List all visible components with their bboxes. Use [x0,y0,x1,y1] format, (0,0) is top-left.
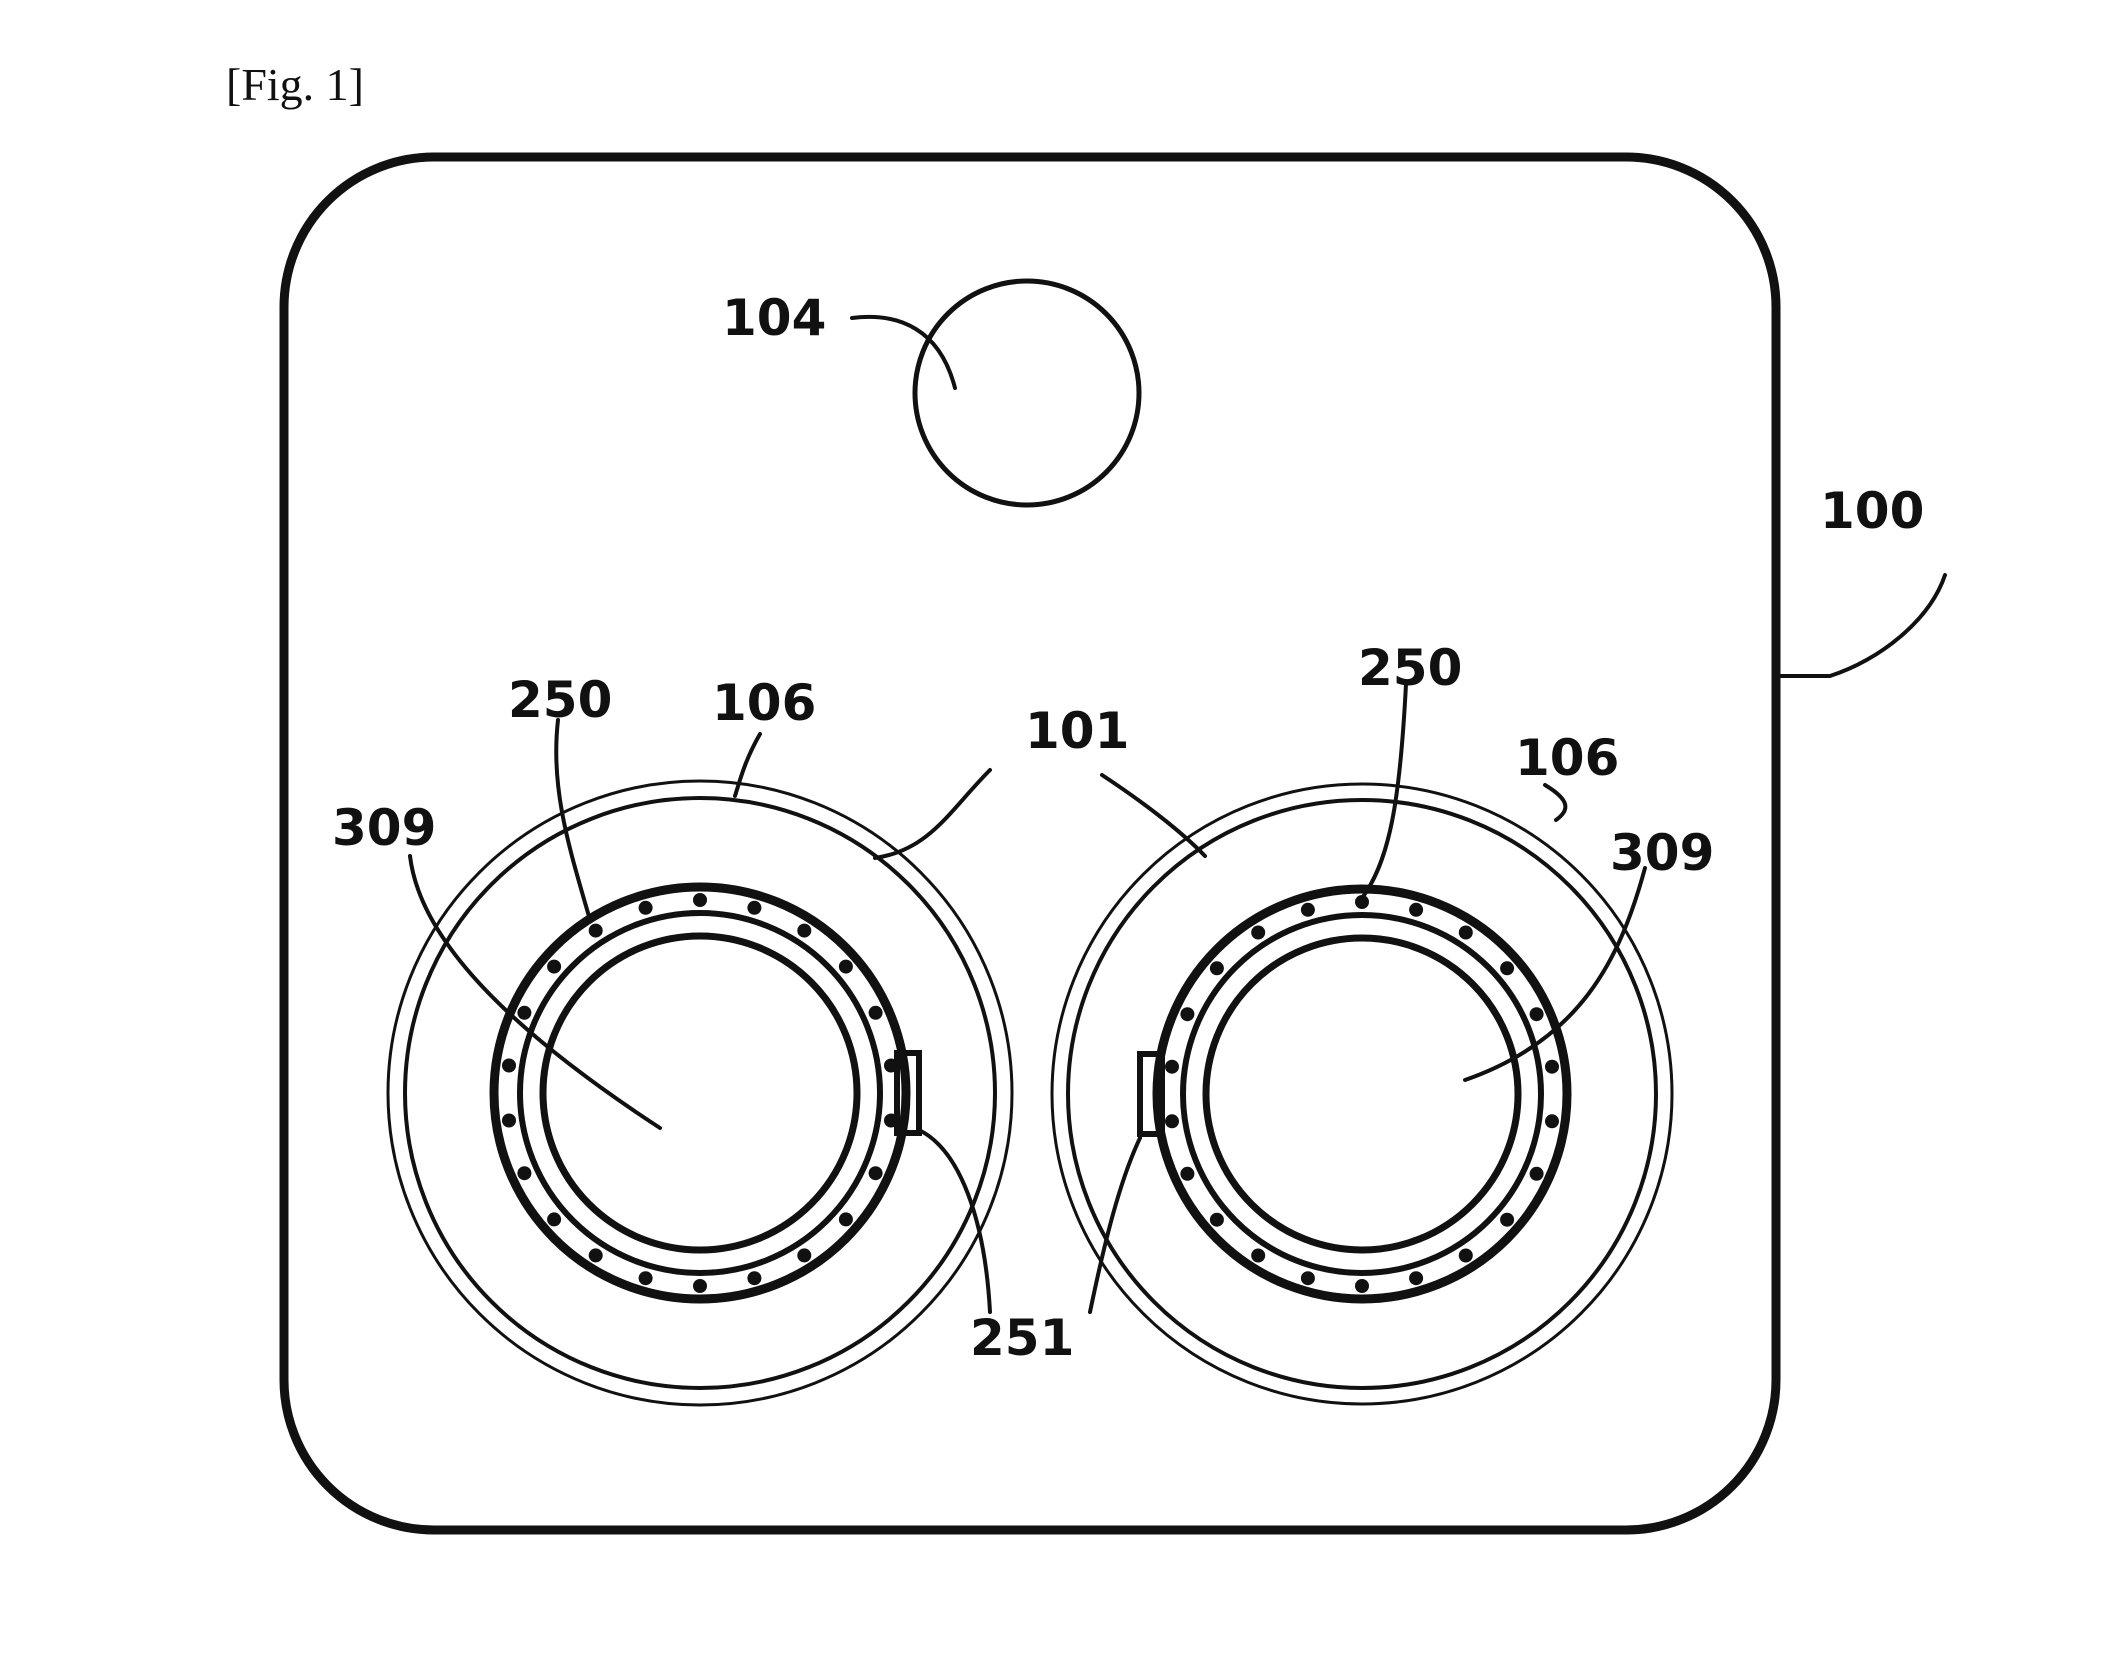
right-bearing-ball [1529,1166,1544,1181]
device-body-outline [279,152,1781,1535]
left-bearing-ball [588,1248,603,1263]
left-latch-tab-251 [894,1050,922,1136]
left-lens-assembly [386,779,1014,1407]
left-bearing-ball [638,900,653,915]
leader-right-250 [1360,682,1408,900]
leader-right-251 [1088,1136,1142,1314]
right-bearing-ball [1458,925,1473,940]
label-251: 251 [970,1309,1074,1367]
right-bearing-ball [1251,925,1266,940]
right-bearing-ball [1545,1114,1559,1129]
right-bearing-ball [1500,1212,1515,1227]
label-right-106: 106 [1515,729,1619,787]
right-lens-assembly [1050,782,1674,1406]
right-bearing-ball [1355,1279,1369,1293]
left-outer-ring-106 [386,779,1014,1407]
right-bearing-ball [1180,1166,1195,1181]
left-bearing-ball [693,1279,707,1293]
right-bearing-ball [1180,1007,1195,1022]
left-bearing-ball [638,1271,653,1286]
left-housing-ring-101 [403,796,997,1390]
leader-left-106 [733,732,762,798]
right-latch-tab-251 [1137,1051,1165,1137]
right-bearing-balls [1165,895,1559,1293]
left-bearing-ball [868,1166,883,1181]
label-100: 100 [1820,482,1924,540]
right-lens-inner [1202,934,1522,1254]
right-bearing-ball [1529,1007,1544,1022]
left-bearing-ball [868,1005,883,1020]
left-bearing-balls [502,893,898,1293]
right-bearing-ball [1165,1059,1179,1074]
right-bearing-ball [1300,902,1315,917]
leader-left-101 [873,768,992,860]
left-bearing-ball [588,923,603,938]
right-bearing-ball [1545,1059,1559,1074]
leader-right-309 [1463,866,1647,1082]
left-bearing-ball [693,893,707,907]
left-bearing-ball [747,1271,762,1286]
label-right-250: 250 [1358,639,1462,697]
left-bearing-ball [517,1005,532,1020]
right-bearing-ball [1165,1114,1179,1129]
top-port-circle [912,278,1142,508]
right-bearing-ball [1300,1271,1315,1286]
right-bearing-ball [1409,902,1424,917]
leader-right-101 [1100,773,1207,858]
label-left-106: 106 [712,674,816,732]
right-bearing-ball [1251,1248,1266,1263]
label-104: 104 [722,289,826,347]
right-bearing-ball [1209,1212,1224,1227]
label-right-309: 309 [1610,824,1714,882]
label-left-309: 309 [332,799,436,857]
left-bearing-inner [517,910,883,1276]
leader-100 [1772,573,1947,678]
left-bearing-ball [547,959,562,974]
right-bearing-ball [1355,895,1369,909]
right-bearing-ball [1409,1271,1424,1286]
left-bearing-ball [838,959,853,974]
left-bearing-ball [838,1212,853,1227]
left-bearing-ball [517,1166,532,1181]
left-bearing-ball [797,923,812,938]
left-bearing-ball [547,1212,562,1227]
right-bearing-inner [1180,912,1544,1276]
left-bearing-outer [489,882,911,1304]
right-housing-ring-101 [1066,798,1658,1390]
leader-left-250 [554,718,592,922]
leader-left-251 [917,1128,992,1314]
figure-caption: [Fig. 1] [226,59,364,110]
left-bearing-ball [502,1058,516,1073]
left-lens-inner [539,932,861,1254]
left-bearing-ball [747,900,762,915]
leader-left-309 [408,854,662,1130]
right-bearing-ball [1500,961,1515,976]
leader-right-106 [1543,783,1568,822]
left-bearing-ball [797,1248,812,1263]
label-left-250: 250 [508,671,612,729]
right-bearing-outer [1152,884,1572,1304]
right-bearing-ball [1209,961,1224,976]
leader-104 [850,314,957,390]
right-outer-ring-106 [1050,782,1674,1406]
label-101: 101 [1025,702,1129,760]
right-bearing-ball [1458,1248,1473,1263]
left-bearing-ball [502,1113,516,1128]
